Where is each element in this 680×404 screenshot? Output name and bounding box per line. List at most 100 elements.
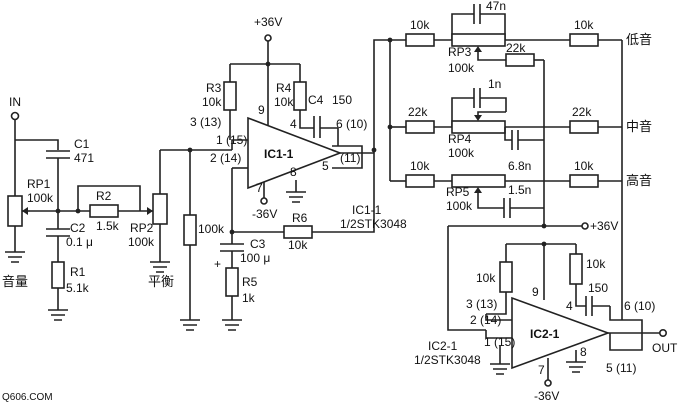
rp5-value: 100k <box>446 199 473 213</box>
c3-name: C3 <box>250 237 266 251</box>
c1-value: 471 <box>74 151 94 165</box>
input-label: IN <box>9 95 21 109</box>
ground-symbol <box>48 309 68 321</box>
output-label: OUT <box>652 341 678 355</box>
mid-branch: 22k 1n RP4 100k 6.8n 22k 中音 <box>390 77 652 173</box>
r1-value: 5.1k <box>66 281 90 295</box>
bass-wiper-resistor: 22k <box>506 41 526 55</box>
balance-label: 平衡 <box>148 275 174 290</box>
volume-label: 音量 <box>2 274 28 290</box>
r3-name: R3 <box>206 81 222 95</box>
r4-name: R4 <box>276 81 292 95</box>
supply-pos-ic1: +36V <box>254 15 282 42</box>
ground-symbol <box>566 361 586 373</box>
ground-symbol <box>5 251 25 263</box>
c1-name: C1 <box>74 137 90 151</box>
r1-name: R1 <box>70 265 86 279</box>
ic1-opamp: IC1-1 <box>247 116 343 190</box>
ground-symbol <box>490 363 510 375</box>
bass-capacitor-value: 47n <box>486 0 506 13</box>
r5-value: 1k <box>242 291 256 305</box>
treble-label: 高音 <box>626 173 652 189</box>
bass-label: 低音 <box>626 32 652 48</box>
ic1-pin5: 5 <box>322 159 329 173</box>
rp1-value: 100k <box>27 191 54 205</box>
c3-capacitor: + C3 100 μ <box>214 232 270 271</box>
r3-resistor: R3 10k <box>202 64 237 140</box>
mid-right-resistor: 22k <box>572 105 592 119</box>
supply-neg-ic2-label: -36V <box>534 389 559 403</box>
r6-resistor: R6 10k <box>232 150 375 252</box>
treble-left-resistor: 10k <box>410 159 430 173</box>
r2-resistor: R2 1.5k <box>89 189 120 233</box>
c2-capacitor: C2 0.1 μ <box>46 211 93 262</box>
c4-name: C4 <box>308 93 324 107</box>
treble-branch: 10k RP5 100k 1.5n 10k 高音 <box>390 159 652 218</box>
c3-value: 100 μ <box>240 251 270 265</box>
bass-left-resistor: 10k <box>410 18 430 32</box>
ic2-pin5: 5 (11) <box>606 361 636 375</box>
ic2-pin6: 6 (10) <box>624 299 655 313</box>
rp4-name: RP4 <box>448 132 472 146</box>
c4-capacitor: C4 150 <box>308 93 352 138</box>
ground-symbol <box>150 261 170 273</box>
mid-label: 中音 <box>626 119 652 135</box>
ic2-pin8: 8 <box>580 345 587 359</box>
ic2-capacitor: 150 <box>585 281 610 316</box>
r4-value: 10k <box>274 95 294 109</box>
ic2-pin9: 9 <box>532 285 539 299</box>
rp2-potentiometer: RP2 100k <box>128 150 168 262</box>
ic2-name: IC2-1 <box>530 327 560 341</box>
c2-name: C2 <box>70 221 86 235</box>
rp4-value: 100k <box>448 146 475 160</box>
ic2-pin1: 1 (15) <box>484 335 515 349</box>
ic1-pin3: 3 (13) <box>190 115 221 129</box>
ic2-ref: IC2-1 <box>428 339 458 353</box>
r6-name: R6 <box>292 211 308 225</box>
mid-left-resistor: 22k <box>408 105 428 119</box>
ground-symbol <box>286 191 306 203</box>
ic1-pin2: 2 (14) <box>210 151 241 165</box>
ic1-pin11: (11) <box>340 151 360 165</box>
r1-resistor: R1 5.1k <box>51 261 90 310</box>
ic1-pin4: 4 <box>290 117 297 131</box>
r5-name: R5 <box>242 275 258 289</box>
c4-value: 150 <box>332 93 352 107</box>
r5-resistor: R5 1k <box>225 267 258 320</box>
rp1-potentiometer: RP1 100k <box>7 140 54 252</box>
treble-right-resistor: 10k <box>574 159 594 173</box>
ic1-pin6: 6 (10) <box>336 117 367 131</box>
bias-resistor-100k: 100k <box>183 150 225 320</box>
bass-right-resistor: 10k <box>574 18 594 32</box>
ic2-pin7: 7 <box>538 363 545 377</box>
input-terminal: IN <box>9 95 21 121</box>
ic2-pin2: 2 (14) <box>470 313 501 327</box>
ic1-pin7: 7 <box>256 181 263 195</box>
treble-capacitor: 1.5n <box>508 183 531 197</box>
r2-value: 1.5k <box>96 219 120 233</box>
ic1-name: IC1-1 <box>264 147 294 161</box>
bass-branch: 10k 47n RP3 100k 22k 10k 低音 <box>390 0 652 75</box>
supply-pos-ic2-label: +36V <box>590 219 618 233</box>
ic2-left-resistor-value: 10k <box>476 271 496 285</box>
supply-neg-ic1-label: -36V <box>252 207 277 221</box>
ic2-left-resistor: 10k <box>476 244 513 315</box>
bias-resistor-value: 100k <box>198 222 225 236</box>
ic1-pin9: 9 <box>258 103 265 117</box>
r6-value: 10k <box>288 238 308 252</box>
c1-capacitor: C1 471 <box>46 137 94 211</box>
r4-resistor: R4 10k <box>274 64 314 129</box>
ic2-capacitor-value: 150 <box>588 281 608 295</box>
rp2-value: 100k <box>128 235 155 249</box>
ic1-pin8: 8 <box>290 165 297 179</box>
r2-name: R2 <box>96 189 112 203</box>
c2-value: 0.1 μ <box>66 235 93 249</box>
ground-symbol <box>180 319 200 331</box>
ic2-part: 1/2STK3048 <box>414 353 481 367</box>
supply-pos-label: +36V <box>254 15 282 29</box>
rp5-name: RP5 <box>446 185 470 199</box>
ground-symbol <box>222 319 242 331</box>
mid-top-capacitor: 1n <box>488 77 501 91</box>
mid-bottom-capacitor: 6.8n <box>508 159 531 173</box>
ic2-opamp: IC2-1 <box>511 296 611 370</box>
